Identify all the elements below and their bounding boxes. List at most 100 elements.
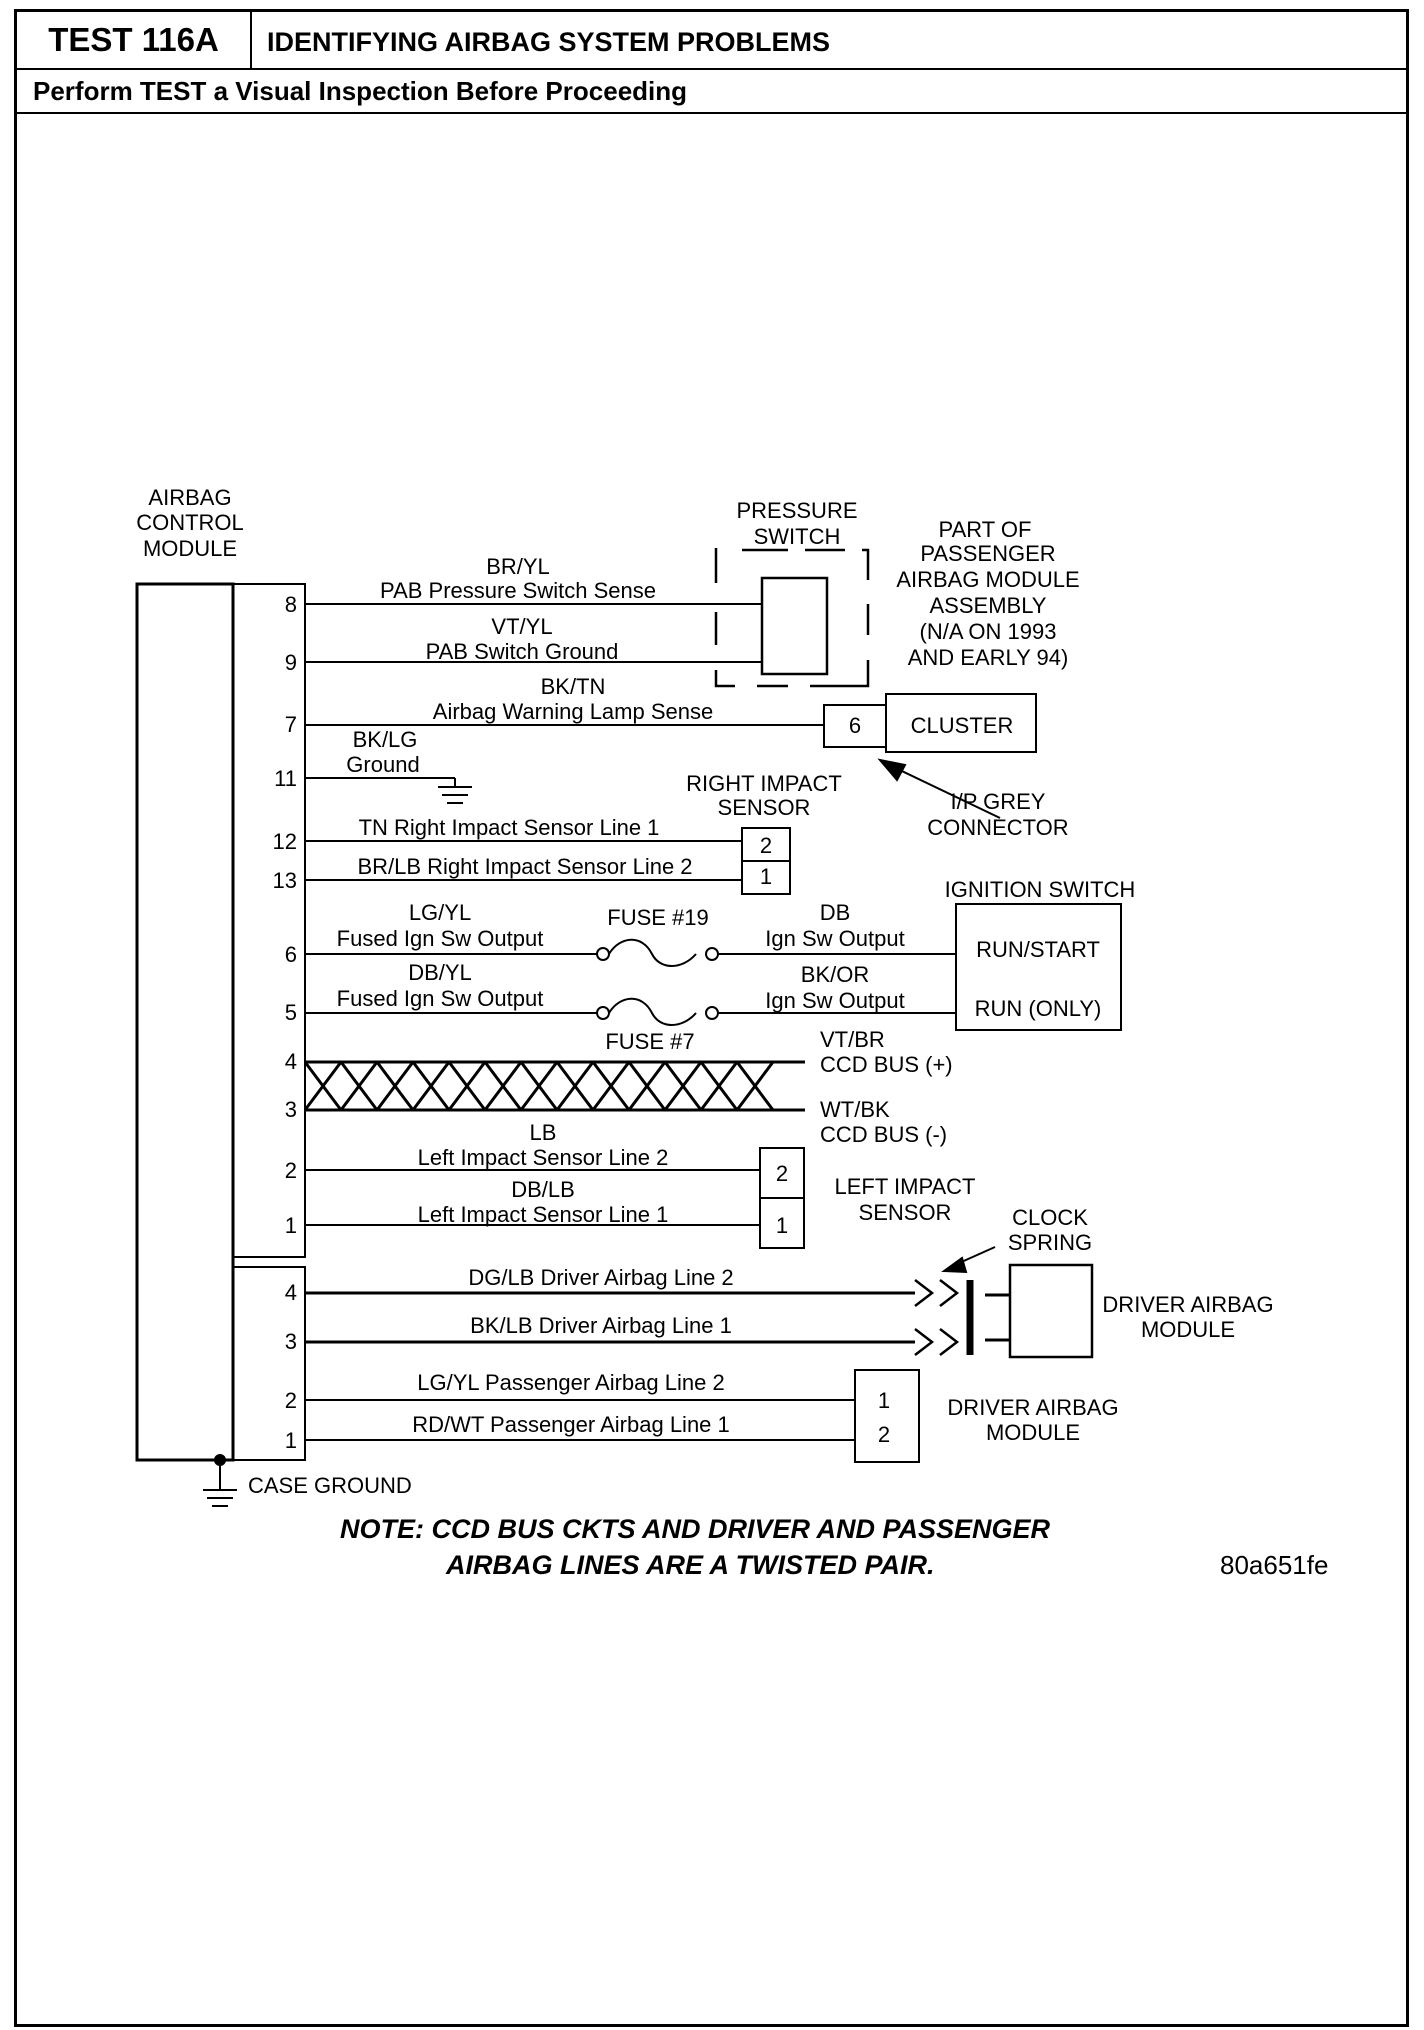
w7-color: BK/TN: [541, 674, 606, 699]
passenger-module-connector: [854, 1369, 920, 1463]
note-line-2: AIRBAG LINES ARE A TWISTED PAIR.: [445, 1550, 935, 1580]
acm-label-2: CONTROL: [136, 510, 244, 535]
passenger-module-pin-2: 2: [878, 1422, 890, 1447]
pab-label-5: (N/A ON 1993: [920, 619, 1057, 644]
passenger-module-pin-1: 1: [878, 1388, 890, 1413]
acm-pin-3-upper: 3: [285, 1097, 297, 1122]
w5r-color: BK/OR: [801, 962, 869, 987]
w8-color: BR/YL: [486, 554, 550, 579]
w6r-desc: Ign Sw Output: [765, 926, 904, 951]
w2-desc: Left Impact Sensor Line 2: [418, 1145, 669, 1170]
acm-connector-upper: [232, 583, 306, 1258]
ccd-pos-color: VT/BR: [820, 1027, 885, 1052]
w6-color: LG/YL: [409, 900, 471, 925]
driver-module-label-1: DRIVER AIRBAG: [1102, 1292, 1273, 1317]
test-id: TEST 116A: [17, 12, 252, 68]
w9-desc: PAB Switch Ground: [426, 639, 619, 664]
acm-connector-lower: [232, 1266, 306, 1461]
clock-spring-label-1: CLOCK: [1012, 1205, 1088, 1230]
ccd-neg-color: WT/BK: [820, 1097, 890, 1122]
pab-label-2: PASSENGER: [920, 541, 1055, 566]
case-ground-label: CASE GROUND: [248, 1473, 412, 1498]
driver-module-label-2: MODULE: [1141, 1317, 1235, 1342]
header-row: TEST 116A IDENTIFYING AIRBAG SYSTEM PROB…: [17, 12, 1406, 70]
w6-desc: Fused Ign Sw Output: [337, 926, 544, 951]
acm-pin-12-upper: 12: [273, 829, 297, 854]
w5r-desc: Ign Sw Output: [765, 988, 904, 1013]
p1-label: RD/WT Passenger Airbag Line 1: [412, 1412, 730, 1437]
fuse-7-element: [608, 997, 697, 1026]
w1-color: DB/LB: [511, 1177, 575, 1202]
w2-color: LB: [530, 1120, 557, 1145]
ip-connector-arrow-head: [877, 758, 907, 782]
acm-pin-1-upper: 1: [285, 1213, 297, 1238]
left-sensor-label-2: SENSOR: [859, 1200, 952, 1225]
pab-label-3: AIRBAG MODULE: [896, 567, 1079, 592]
page-title: IDENTIFYING AIRBAG SYSTEM PROBLEMS: [267, 27, 831, 57]
left-sensor-pin-2: 2: [776, 1161, 788, 1186]
w7-desc: Airbag Warning Lamp Sense: [433, 699, 713, 724]
w5-desc: Fused Ign Sw Output: [337, 986, 544, 1011]
right-sensor-label-1: RIGHT IMPACT: [686, 771, 842, 796]
cluster-label: CLUSTER: [911, 713, 1014, 738]
pab-label-6: AND EARLY 94): [908, 645, 1069, 670]
clock-spring-label-2: SPRING: [1008, 1230, 1092, 1255]
w5-color: DB/YL: [408, 960, 472, 985]
instruction-text: Perform TEST a Visual Inspection Before …: [17, 68, 1406, 114]
w8-desc: PAB Pressure Switch Sense: [380, 578, 656, 603]
ip-connector-label-2: CONNECTOR: [927, 815, 1068, 840]
ccd-pos-label: CCD BUS (+): [820, 1052, 953, 1077]
case-ground-symbol: [203, 1460, 237, 1507]
pab-label-1: PART OF: [939, 517, 1032, 542]
ignition-switch-title: IGNITION SWITCH: [945, 877, 1136, 902]
acm-pin-1-lower: 1: [285, 1428, 297, 1453]
acm-label-3: MODULE: [143, 536, 237, 561]
fuse-19-label: FUSE #19: [607, 905, 709, 930]
w9-color: VT/YL: [491, 614, 552, 639]
pab-assembly-dashed-border: [714, 548, 870, 688]
acm-body: [135, 582, 235, 1462]
acm-pin-2-upper: 2: [285, 1158, 297, 1183]
page-frame: TEST 116A IDENTIFYING AIRBAG SYSTEM PROB…: [14, 9, 1409, 2027]
left-sensor-pin-1: 1: [776, 1213, 788, 1238]
acm-pin-5-upper: 5: [285, 1000, 297, 1025]
right-sensor-pin-2: 2: [760, 833, 772, 858]
ccd-twist-pattern: [303, 1061, 775, 1111]
acm-pin-4-upper: 4: [285, 1049, 297, 1074]
driver-airbag-module-box: [1008, 1263, 1094, 1359]
acm-pin-6-upper: 6: [285, 942, 297, 967]
pressure-switch-body: [760, 576, 829, 676]
left-sensor-label-1: LEFT IMPACT: [835, 1174, 976, 1199]
passenger-module-label-1: DRIVER AIRBAG: [947, 1395, 1118, 1420]
p2-label: LG/YL Passenger Airbag Line 2: [417, 1370, 724, 1395]
run-only-label: RUN (ONLY): [975, 996, 1102, 1021]
note-line-1: NOTE: CCD BUS CKTS AND DRIVER AND PASSEN…: [340, 1514, 1051, 1544]
acm-pin-9-upper: 9: [285, 650, 297, 675]
acm-pin-11-upper: 11: [274, 766, 297, 791]
pressure-switch-label-1: PRESSURE: [736, 498, 857, 523]
acm-pin-7-upper: 7: [285, 712, 297, 737]
ignition-switch-box: [955, 903, 1122, 1031]
run-start-label: RUN/START: [976, 937, 1100, 962]
acm-pin-3-lower: 3: [285, 1329, 297, 1354]
d3-label: BK/LB Driver Airbag Line 1: [470, 1313, 732, 1338]
passenger-module-label-2: MODULE: [986, 1420, 1080, 1445]
w11-color: BK/LG: [353, 727, 418, 752]
w11-desc: Ground: [346, 752, 419, 777]
pab-label-4: ASSEMBLY: [930, 593, 1047, 618]
fuse-7-label: FUSE #7: [605, 1029, 694, 1054]
acm-label-1: AIRBAG: [148, 485, 231, 510]
right-sensor-pin-1: 1: [760, 864, 772, 889]
ccd-neg-label: CCD BUS (-): [820, 1122, 947, 1147]
reference-code: 80a651fe: [1220, 1550, 1328, 1580]
fuse-19-element: [608, 938, 697, 967]
acm-pin-4-lower: 4: [285, 1280, 297, 1305]
cluster-box: [885, 693, 1037, 753]
acm-pin-13-upper: 13: [273, 868, 297, 893]
d4-label: DG/LB Driver Airbag Line 2: [468, 1265, 733, 1290]
ip-connector-label-1: I/P GREY: [951, 789, 1046, 814]
w13-label: BR/LB Right Impact Sensor Line 2: [357, 854, 692, 879]
pressure-switch-label-2: SWITCH: [754, 524, 841, 549]
